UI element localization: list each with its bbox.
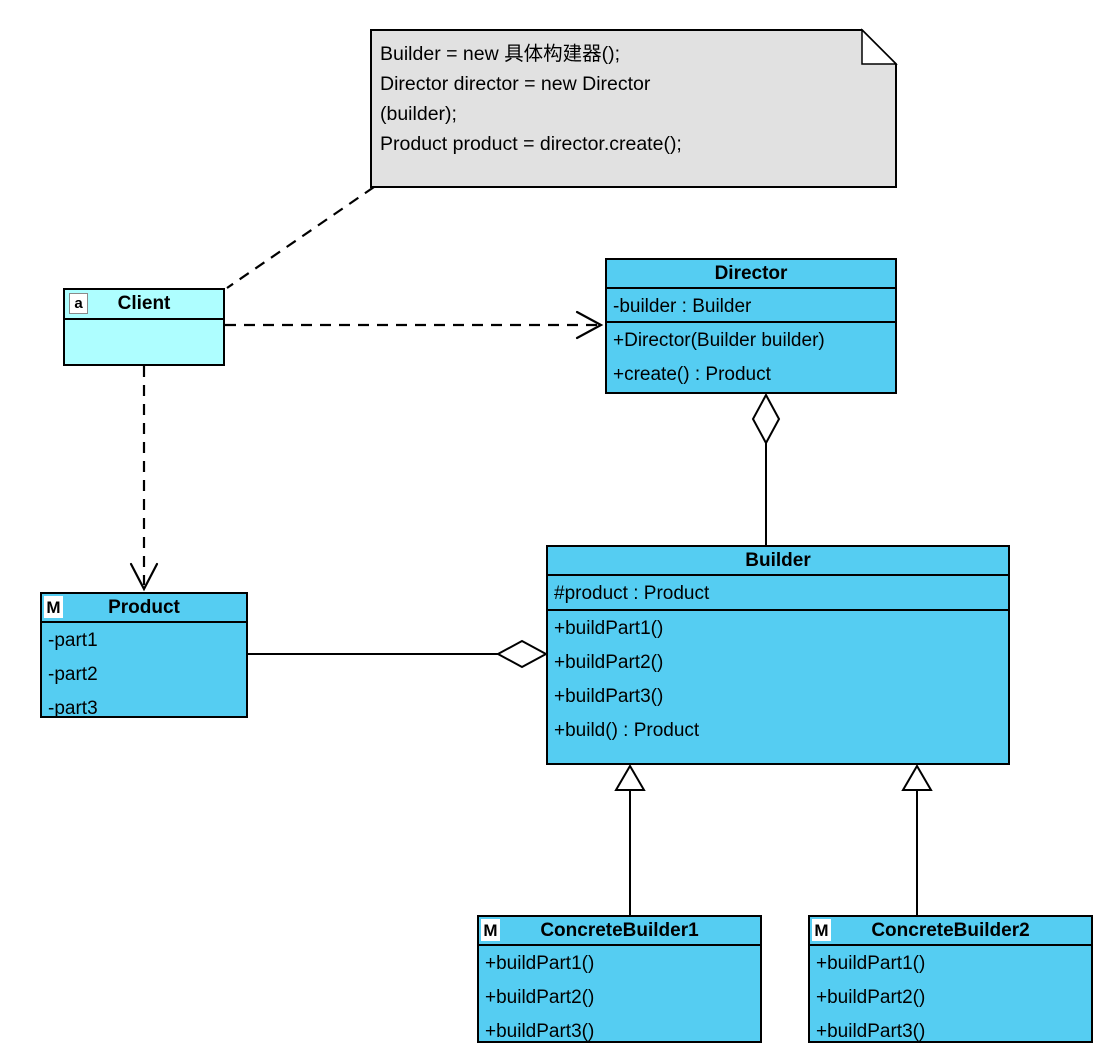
class-director: Director -builder : Builder +Director(Bu…	[605, 258, 897, 394]
attribute: -part2	[48, 664, 98, 685]
class-title: ConcreteBuilder2	[871, 919, 1030, 941]
hollow-diamond-icon	[495, 639, 549, 669]
class-director-methods: +Director(Builder builder) +create() : P…	[607, 323, 895, 392]
method: +buildPart1()	[816, 953, 926, 974]
class-client-body	[65, 320, 223, 364]
hollow-triangle-icon	[614, 764, 646, 791]
method: +create() : Product	[613, 364, 771, 385]
attribute: -part1	[48, 630, 98, 651]
method: +Director(Builder builder)	[613, 330, 825, 351]
attribute: -builder : Builder	[613, 296, 752, 317]
class-concrete-builder2: M ConcreteBuilder2 +buildPart1() +buildP…	[808, 915, 1093, 1043]
class-title: Product	[108, 596, 180, 618]
class-title: Director	[714, 262, 788, 284]
code-note: Builder = new 具体构建器(); Director director…	[371, 30, 896, 187]
class-title: Client	[117, 293, 171, 314]
class-concrete-builder1-header: M ConcreteBuilder1	[479, 917, 760, 946]
class-client: a Client	[63, 288, 225, 366]
method: +buildPart3()	[554, 686, 664, 707]
attribute: #product : Product	[554, 583, 710, 604]
class-client-header: a Client	[65, 290, 223, 320]
class-title: ConcreteBuilder1	[540, 919, 699, 941]
class-builder-attributes: #product : Product	[548, 576, 1008, 611]
method: +build() : Product	[554, 720, 700, 741]
class-product: M Product -part1 -part2 -part3	[40, 592, 248, 719]
attribute: -part3	[48, 698, 98, 719]
class-director-attributes: -builder : Builder	[607, 289, 895, 323]
model-badge-icon: M	[44, 596, 63, 618]
class-concrete-builder2-header: M ConcreteBuilder2	[810, 917, 1091, 946]
note-line: Director director = new Director	[380, 73, 651, 95]
class-concrete-builder1-methods: +buildPart1() +buildPart2() +buildPart3(…	[479, 946, 760, 1049]
open-arrowhead-icon	[575, 310, 604, 340]
method: +buildPart3()	[816, 1021, 926, 1042]
class-product-attributes: -part1 -part2 -part3	[42, 623, 246, 726]
method: +buildPart1()	[485, 953, 595, 974]
hollow-diamond-icon	[751, 392, 781, 446]
note-fold-corner-icon	[861, 28, 898, 65]
open-arrowhead-icon	[129, 562, 159, 592]
method: +buildPart2()	[554, 652, 664, 673]
note-anchor-line	[226, 186, 375, 289]
model-badge-icon: M	[812, 919, 831, 941]
method: +buildPart2()	[485, 987, 595, 1008]
class-builder-methods: +buildPart1() +buildPart2() +buildPart3(…	[548, 611, 1008, 763]
class-builder-header: Builder	[548, 547, 1008, 576]
method: +buildPart3()	[485, 1021, 595, 1042]
class-title: Builder	[745, 549, 811, 571]
annotation-badge-icon: a	[69, 293, 88, 314]
class-builder: Builder #product : Product +buildPart1()…	[546, 545, 1010, 765]
model-badge-icon: M	[481, 919, 500, 941]
note-line: (builder);	[380, 103, 457, 125]
method: +buildPart1()	[554, 618, 664, 639]
method: +buildPart2()	[816, 987, 926, 1008]
class-concrete-builder1: M ConcreteBuilder1 +buildPart1() +buildP…	[477, 915, 762, 1043]
note-line: Product product = director.create();	[380, 133, 682, 155]
class-concrete-builder2-methods: +buildPart1() +buildPart2() +buildPart3(…	[810, 946, 1091, 1049]
hollow-triangle-icon	[901, 764, 933, 791]
class-product-header: M Product	[42, 594, 246, 623]
note-shape	[370, 29, 897, 188]
note-line: Builder = new 具体构建器();	[380, 43, 621, 65]
class-director-header: Director	[607, 260, 895, 289]
